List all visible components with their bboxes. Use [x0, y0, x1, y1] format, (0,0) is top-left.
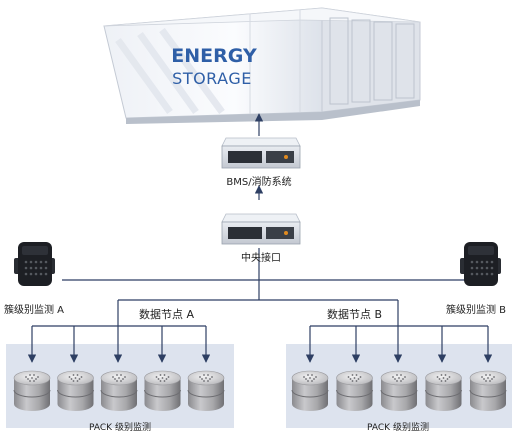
pack-sensor-a-2 — [57, 370, 94, 411]
pack-sensor-b-1 — [291, 370, 329, 411]
pack-sensor-b-5 — [469, 370, 507, 411]
cluster-monitor-b-label: 簇级别监测 B — [446, 305, 507, 316]
energy-storage-container: ENERGY STORAGE — [103, 7, 421, 124]
pack-arrows — [27, 344, 493, 363]
pack-sensor-a-5 — [187, 370, 225, 411]
bms-rack-unit — [221, 137, 301, 169]
pack-sensor-a-4 — [144, 370, 181, 411]
pack-monitor-b-label: PACK 级别监测 — [367, 423, 429, 433]
cluster-monitor-a-label: 簇级别监测 A — [4, 305, 65, 316]
pack-sensor-b-3 — [380, 370, 418, 411]
pack-sensor-b-2 — [336, 370, 373, 411]
pack-sensor-a-3 — [100, 370, 138, 411]
cluster-monitor-b-device — [460, 242, 501, 286]
central-interface-unit — [221, 213, 301, 245]
pack-sensor-a-1 — [13, 370, 51, 411]
cluster-monitor-a-device — [14, 242, 55, 286]
container-logo-line1: ENERGY — [171, 45, 257, 67]
central-interface-label: 中央接口 — [241, 253, 281, 264]
container-logo-line2: STORAGE — [172, 69, 252, 88]
pack-sensor-b-4 — [425, 370, 462, 411]
pack-sensors — [13, 370, 507, 411]
data-node-b-label: 数据节点 B — [327, 308, 383, 321]
pack-monitor-a-label: PACK 级别监测 — [89, 423, 151, 433]
data-node-a-label: 数据节点 A — [139, 308, 195, 321]
bms-label: BMS/消防系统 — [226, 177, 292, 188]
